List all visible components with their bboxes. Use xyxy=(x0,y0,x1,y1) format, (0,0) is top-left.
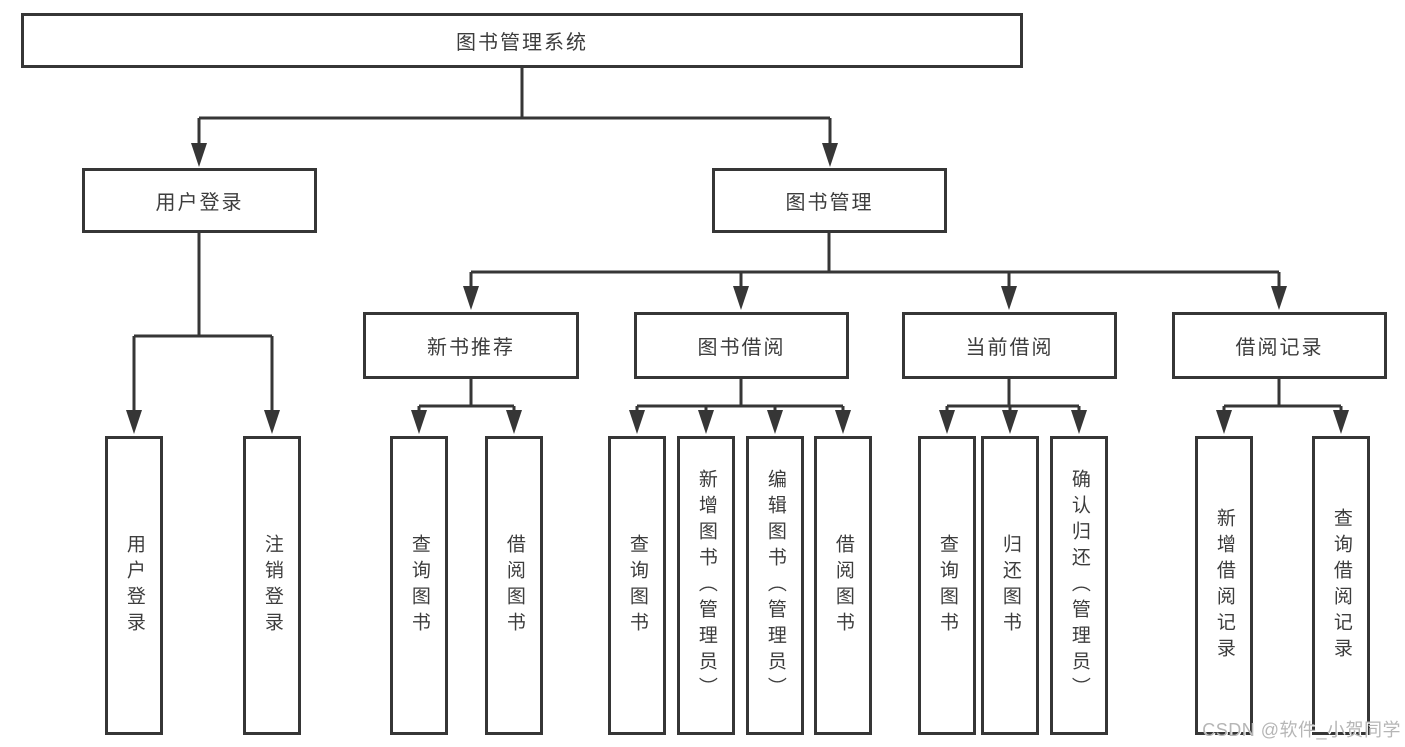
node-leaf-add-books-admin: 新增图书（管理员） xyxy=(677,436,735,735)
node-root: 图书管理系统 xyxy=(21,13,1023,68)
node-label: 查询图书 xyxy=(626,533,648,638)
node-leaf-query-books-1: 查询图书 xyxy=(390,436,448,735)
node-new-book-recommend: 新书推荐 xyxy=(363,312,579,379)
node-label: 查询图书 xyxy=(936,533,958,638)
node-leaf-borrow-books-1: 借阅图书 xyxy=(485,436,543,735)
node-current-borrowing: 当前借阅 xyxy=(902,312,1117,379)
node-label: 图书管理系统 xyxy=(456,32,588,54)
arrow-down-icon xyxy=(1002,410,1018,434)
arrow-down-icon xyxy=(506,410,522,434)
node-label: 查询图书 xyxy=(408,533,430,638)
arrow-down-icon xyxy=(1333,410,1349,434)
node-label: 用户登录 xyxy=(155,192,244,214)
node-leaf-user-login: 用户登录 xyxy=(105,436,163,735)
arrow-down-icon xyxy=(822,143,838,167)
node-label: 图书管理 xyxy=(785,192,874,214)
node-leaf-return-books: 归还图书 xyxy=(981,436,1039,735)
arrow-down-icon xyxy=(463,286,479,310)
node-label: 借阅记录 xyxy=(1235,337,1324,359)
arrow-down-icon xyxy=(733,286,749,310)
arrow-down-icon xyxy=(698,410,714,434)
node-label: 新增图书（管理员） xyxy=(695,468,717,703)
arrow-down-icon xyxy=(191,143,207,167)
arrow-down-icon xyxy=(767,410,783,434)
node-label: 确认归还（管理员） xyxy=(1068,468,1090,703)
arrow-down-icon xyxy=(939,410,955,434)
node-label: 用户登录 xyxy=(123,533,145,638)
node-leaf-query-books-2: 查询图书 xyxy=(608,436,666,735)
node-label: 新增借阅记录 xyxy=(1213,507,1235,664)
node-label: 编辑图书（管理员） xyxy=(764,468,786,703)
node-borrowing-records: 借阅记录 xyxy=(1172,312,1387,379)
arrow-down-icon xyxy=(1216,410,1232,434)
arrow-down-icon xyxy=(411,410,427,434)
node-label: 图书借阅 xyxy=(697,337,786,359)
node-leaf-logout: 注销登录 xyxy=(243,436,301,735)
arrow-down-icon xyxy=(1001,286,1017,310)
node-leaf-add-borrow-record: 新增借阅记录 xyxy=(1195,436,1253,735)
node-leaf-borrow-books-2: 借阅图书 xyxy=(814,436,872,735)
arrow-down-icon xyxy=(126,410,142,434)
node-label: 归还图书 xyxy=(999,533,1021,638)
arrow-down-icon xyxy=(264,410,280,434)
node-label: 注销登录 xyxy=(261,533,283,638)
node-leaf-confirm-return: 确认归还（管理员） xyxy=(1050,436,1108,735)
node-label: 查询借阅记录 xyxy=(1330,507,1352,664)
node-book-management: 图书管理 xyxy=(712,168,947,233)
node-leaf-query-books-3: 查询图书 xyxy=(918,436,976,735)
node-user-login: 用户登录 xyxy=(82,168,317,233)
arrow-down-icon xyxy=(1071,410,1087,434)
node-label: 借阅图书 xyxy=(832,533,854,638)
node-label: 新书推荐 xyxy=(427,337,515,359)
node-book-borrowing: 图书借阅 xyxy=(634,312,849,379)
arrow-down-icon xyxy=(1271,286,1287,310)
csdn-watermark: CSDN @软件_小贺同学 xyxy=(1202,720,1401,740)
node-label: 借阅图书 xyxy=(503,533,525,638)
node-label: 当前借阅 xyxy=(965,337,1054,359)
arrow-down-icon xyxy=(629,410,645,434)
node-leaf-edit-books-admin: 编辑图书（管理员） xyxy=(746,436,804,735)
arrow-down-icon xyxy=(835,410,851,434)
node-leaf-query-borrow-record: 查询借阅记录 xyxy=(1312,436,1370,735)
